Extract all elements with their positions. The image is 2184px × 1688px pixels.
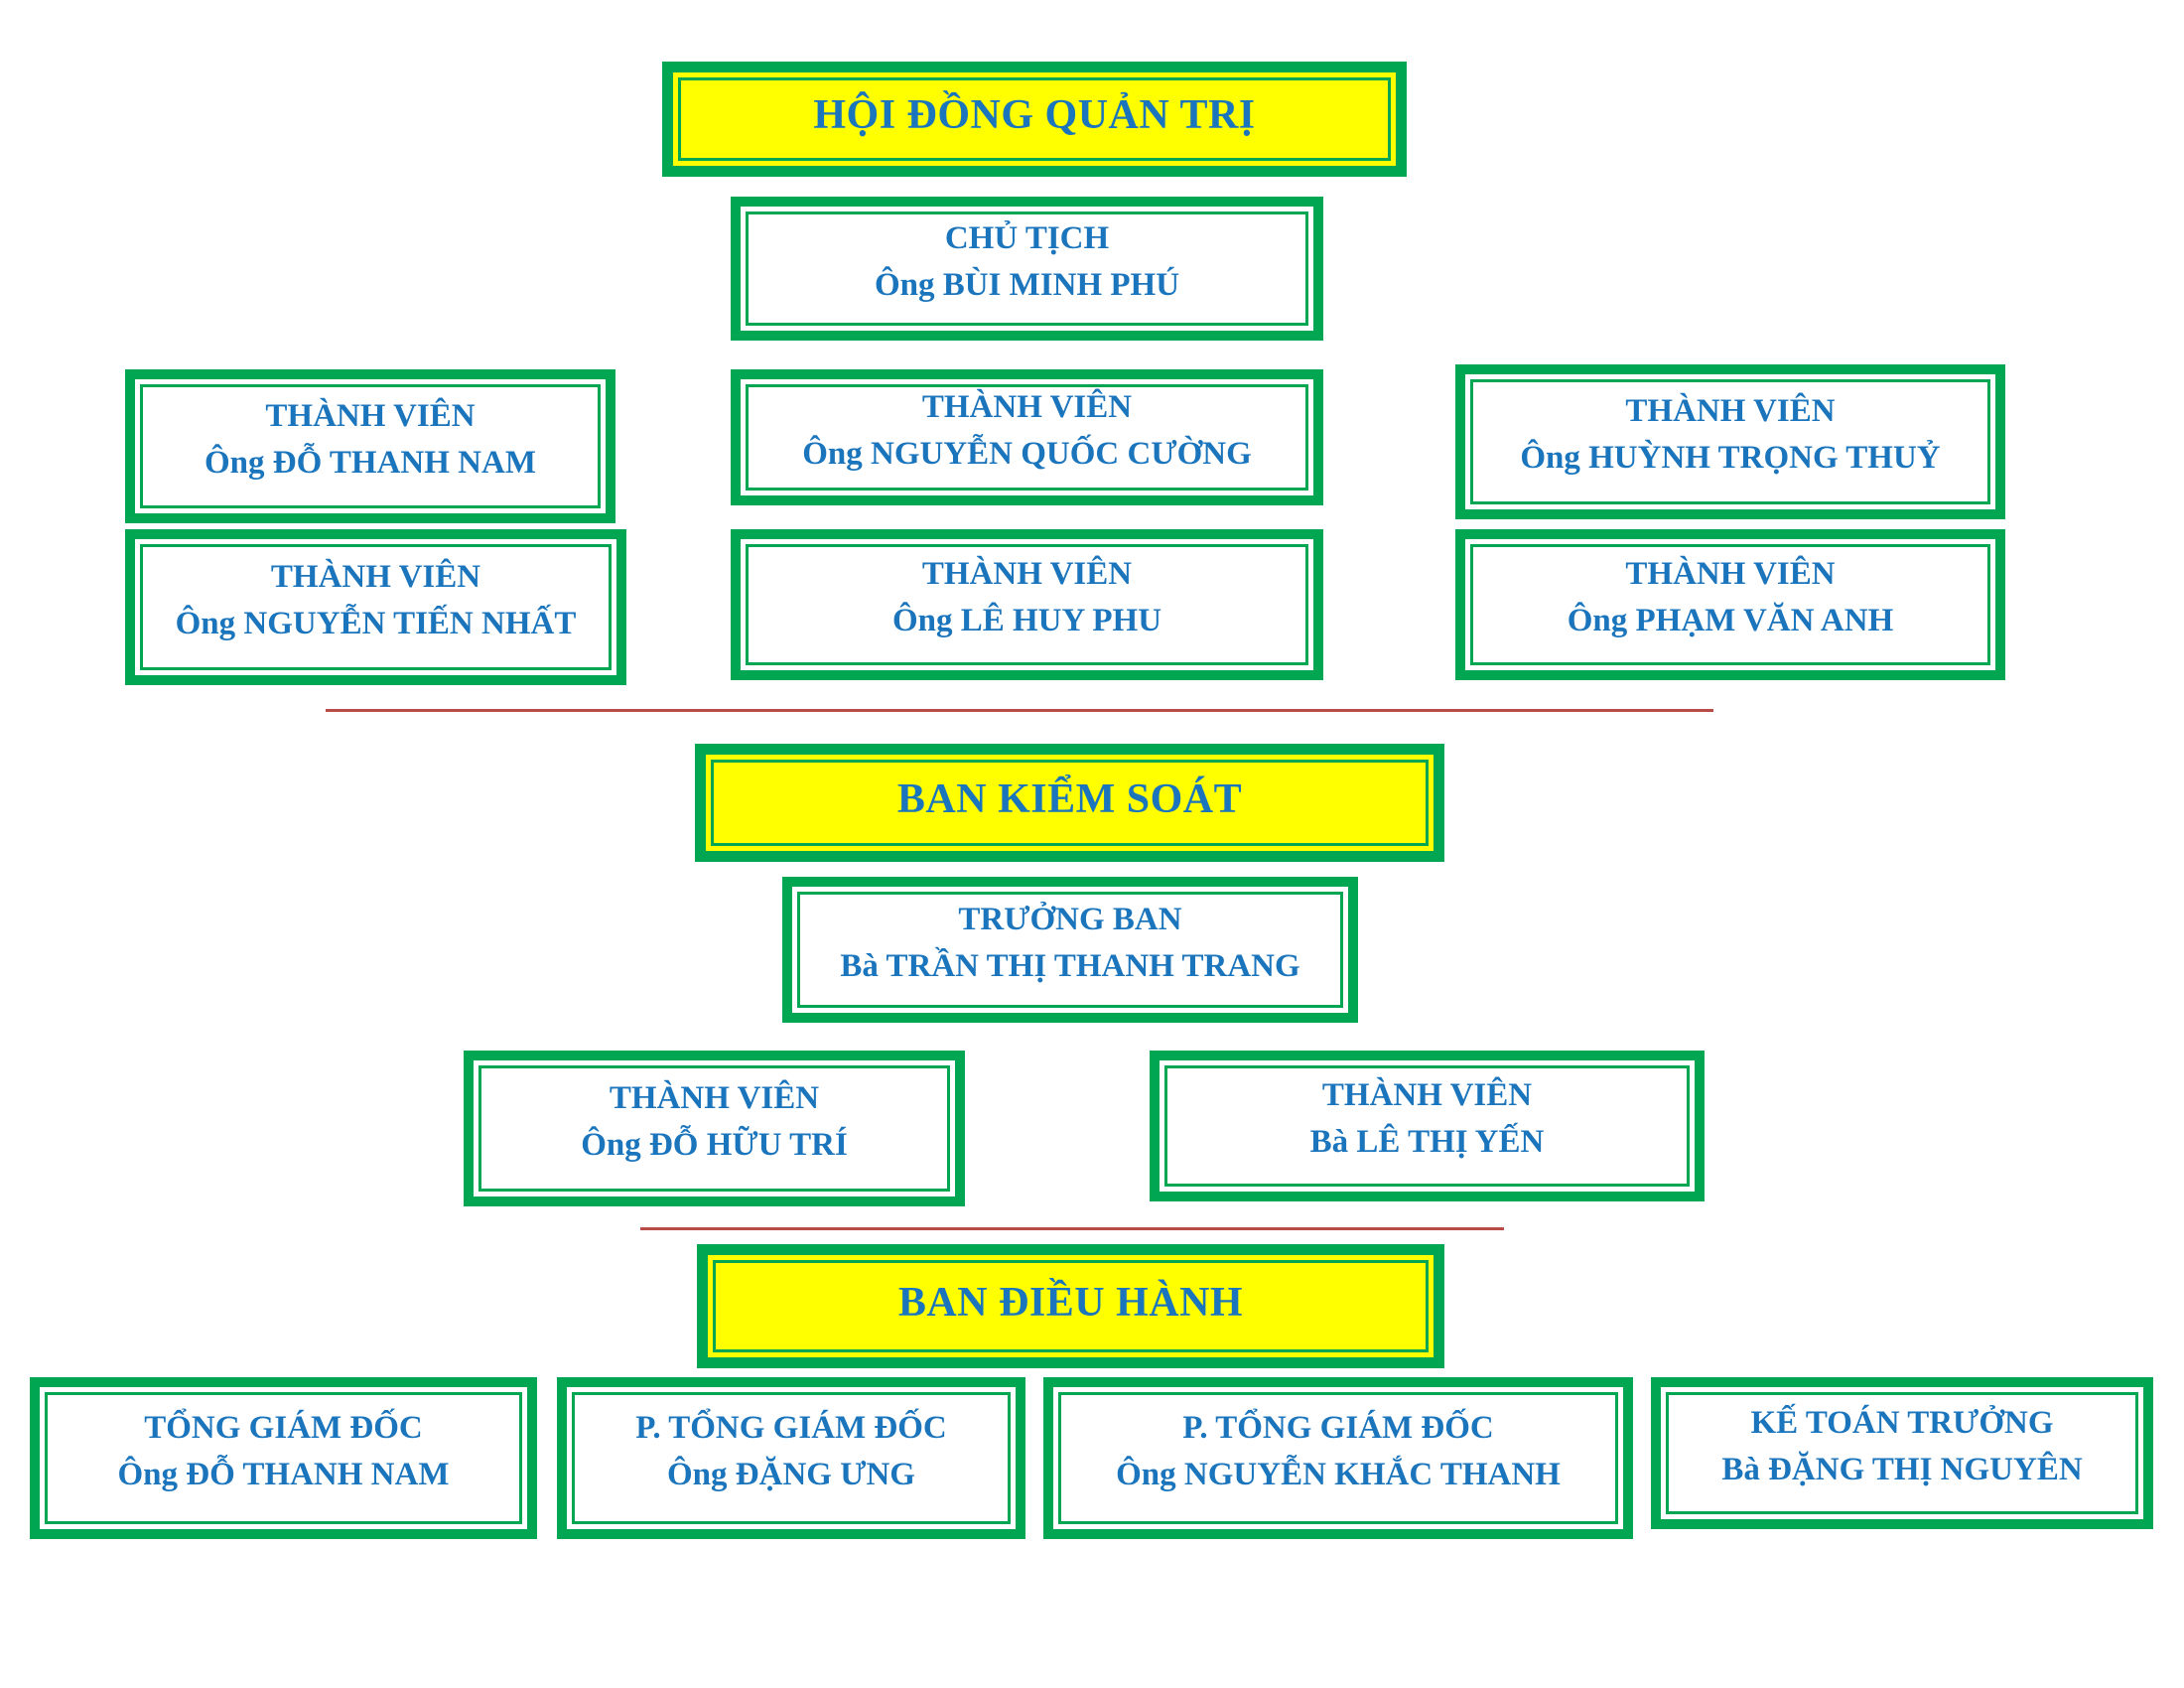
supervisory-header-inner: BAN KIỂM SOÁT [711,760,1429,846]
board-member-name: Ông NGUYỄN TIẾN NHẤT [175,605,577,641]
supervisory-member-name: Ông ĐỖ HỮU TRÍ [581,1126,848,1163]
executive-member-box-4: KẾ TOÁN TRƯỞNG Bà ĐẶNG THỊ NGUYÊN [1651,1377,2153,1529]
board-member-title: THÀNH VIÊN [270,558,481,595]
board-member-box-3: THÀNH VIÊN Ông HUỲNH TRỌNG THUỶ [1455,364,2005,519]
board-member-title: THÀNH VIÊN [265,397,476,434]
executive-member-box-1: TỔNG GIÁM ĐỐC Ông ĐỖ THANH NAM [30,1377,537,1539]
board-member-name: Ông HUỲNH TRỌNG THUỶ [1520,440,1941,476]
executive-member-title: P. TỔNG GIÁM ĐỐC [1182,1409,1494,1446]
supervisory-member-name: Bà LÊ THỊ YẾN [1309,1124,1545,1160]
executive-header-label: BAN ĐIỀU HÀNH [897,1279,1244,1326]
supervisory-header-box: BAN KIỂM SOÁT [695,744,1444,862]
executive-member-box-3: P. TỔNG GIÁM ĐỐC Ông NGUYỄN KHẮC THANH [1043,1377,1633,1539]
board-member-box-1: THÀNH VIÊN Ông ĐỖ THANH NAM [125,369,615,523]
executive-member-name: Ông ĐẶNG ƯNG [667,1456,915,1492]
board-chairman-inner: CHỦ TỊCH Ông BÙI MINH PHÚ [746,211,1308,326]
section-divider-1 [326,709,1713,712]
board-member-title: THÀNH VIÊN [921,556,1133,593]
board-header-box: HỘI ĐỒNG QUẢN TRỊ [662,62,1407,177]
executive-member-title: KẾ TOÁN TRƯỞNG [1750,1404,2054,1441]
executive-header-box: BAN ĐIỀU HÀNH [697,1244,1444,1368]
executive-member-name: Bà ĐẶNG THỊ NGUYÊN [1721,1451,2083,1487]
executive-member-title: TỔNG GIÁM ĐỐC [144,1409,423,1446]
supervisory-member-title: THÀNH VIÊN [1321,1077,1533,1114]
board-chairman-name: Ông BÙI MINH PHÚ [874,266,1180,303]
supervisory-member-box-1: THÀNH VIÊN Ông ĐỖ HỮU TRÍ [464,1051,965,1206]
board-header-inner: HỘI ĐỒNG QUẢN TRỊ [678,77,1391,161]
board-member-box-6: THÀNH VIÊN Ông PHẠM VĂN ANH [1455,529,2005,680]
supervisory-member-box-2: THÀNH VIÊN Bà LÊ THỊ YẾN [1150,1051,1705,1201]
board-member-title: THÀNH VIÊN [1625,393,1836,430]
supervisory-head-name: Bà TRẦN THỊ THANH TRANG [840,947,1300,984]
board-chairman-box: CHỦ TỊCH Ông BÙI MINH PHÚ [731,197,1323,341]
board-member-box-2: THÀNH VIÊN Ông NGUYỄN QUỐC CƯỜNG [731,369,1323,505]
board-member-box-4: THÀNH VIÊN Ông NGUYỄN TIẾN NHẤT [125,529,626,685]
board-member-title: THÀNH VIÊN [921,388,1133,425]
executive-member-title: P. TỔNG GIÁM ĐỐC [635,1409,947,1446]
board-member-name: Ông LÊ HUY PHU [891,603,1162,638]
executive-member-box-2: P. TỔNG GIÁM ĐỐC Ông ĐẶNG ƯNG [557,1377,1025,1539]
supervisory-head-box: TRƯỞNG BAN Bà TRẦN THỊ THANH TRANG [782,877,1358,1023]
section-divider-2 [640,1227,1504,1230]
board-member-name: Ông PHẠM VĂN ANH [1567,603,1894,638]
board-header-label: HỘI ĐỒNG QUẢN TRỊ [813,92,1256,138]
board-member-box-5: THÀNH VIÊN Ông LÊ HUY PHU [731,529,1323,680]
board-member-name: Ông ĐỖ THANH NAM [205,444,536,481]
executive-member-name: Ông ĐỖ THANH NAM [117,1456,450,1492]
executive-member-name: Ông NGUYỄN KHẮC THANH [1116,1456,1561,1492]
board-member-title: THÀNH VIÊN [1625,556,1836,593]
supervisory-member-title: THÀNH VIÊN [609,1079,820,1116]
supervisory-header-label: BAN KIỂM SOÁT [896,775,1243,822]
board-member-name: Ông NGUYỄN QUỐC CƯỜNG [802,435,1252,472]
supervisory-head-title: TRƯỞNG BAN [958,901,1182,937]
executive-header-inner: BAN ĐIỀU HÀNH [713,1260,1429,1352]
board-chairman-title: CHỦ TỊCH [944,219,1110,256]
